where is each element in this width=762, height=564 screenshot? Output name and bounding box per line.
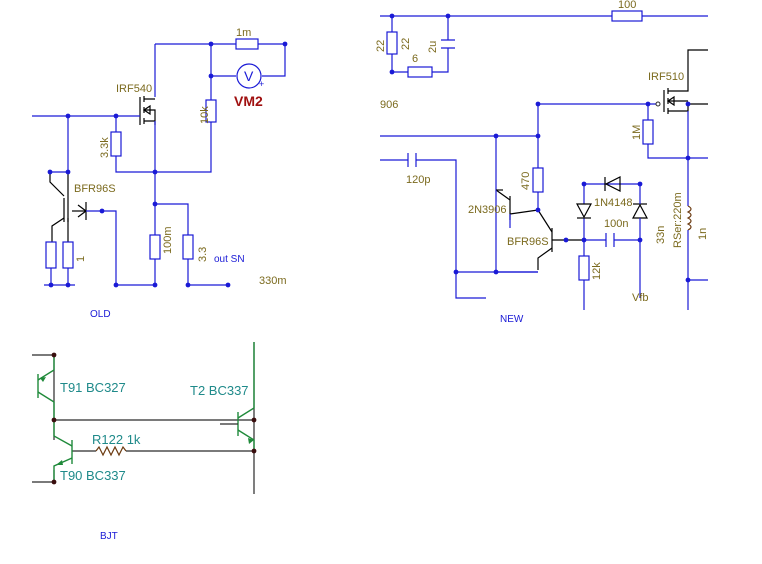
- old-label-330m: 330m: [259, 275, 287, 287]
- new-label-470: 470: [520, 172, 532, 190]
- new-label-1n: 1n: [697, 228, 709, 240]
- new-resistor-100: [611, 10, 643, 22]
- new-label-100: 100: [618, 0, 636, 11]
- new-resistor-6: [407, 66, 433, 78]
- old-label-1m: 1m: [236, 27, 251, 39]
- voltmeter-plus: +: [259, 79, 264, 89]
- new-label-2u: 2u: [427, 41, 439, 53]
- old-resistor-1m: [235, 38, 259, 50]
- old-label-3k3: 3.3k: [99, 137, 111, 158]
- bjt-t90: [53, 420, 73, 482]
- old-label-3r3: 3.3: [197, 247, 209, 262]
- new-label-120p: 120p: [406, 174, 430, 186]
- new-resistor-470: [532, 167, 544, 193]
- new-label-906: 906: [380, 99, 398, 111]
- new-label-bfr96s: BFR96S: [507, 236, 549, 248]
- new-label-vfb: Vfb: [632, 292, 649, 304]
- new-mosfet-irf510: [655, 49, 708, 114]
- new-label-1M: 1M: [631, 125, 643, 140]
- old-resistor-3k3: [110, 131, 122, 157]
- new-label-irf510: IRF510: [648, 71, 684, 83]
- new-diode-top: [604, 176, 621, 192]
- old-resistor-left: [45, 241, 57, 269]
- new-label-r22: 22: [400, 38, 412, 50]
- new-resistor-22: [386, 31, 398, 55]
- old-resistor-1: [62, 241, 74, 269]
- bjt-section-title: BJT: [100, 531, 118, 542]
- old-circuit: [32, 38, 288, 288]
- new-label-c22: 22: [375, 40, 387, 52]
- new-label-2n3906: 2N3906: [468, 204, 507, 216]
- new-label-33n: 33n: [655, 226, 667, 244]
- old-bjt-bfr96s: [49, 172, 87, 242]
- new-label-1n4148: 1N4148: [594, 197, 633, 209]
- bjt-t91: [37, 355, 55, 420]
- old-label-1: 1: [75, 256, 87, 262]
- old-mosfet-irf540: [139, 96, 156, 125]
- bjt-label-t2: T2 BC337: [190, 383, 249, 398]
- old-resistor-3r3: [182, 234, 194, 260]
- voltmeter-vm2: [236, 63, 262, 89]
- new-circuit: [380, 10, 708, 310]
- old-label-bfr96s: BFR96S: [74, 183, 116, 195]
- bjt-label-t91: T91 BC327: [60, 380, 126, 395]
- new-label-6: 6: [412, 53, 418, 65]
- bjt-label-t90: T90 BC337: [60, 468, 126, 483]
- old-label-100m: 100m: [162, 226, 174, 254]
- new-diode-left: [575, 203, 593, 219]
- voltmeter-name: VM2: [234, 93, 263, 109]
- old-resistor-100m: [149, 234, 161, 260]
- old-label-irf540: IRF540: [116, 83, 152, 95]
- new-resistor-12k: [578, 255, 590, 281]
- old-label-10k: 10k: [199, 106, 211, 124]
- new-resistor-1M: [642, 119, 654, 145]
- bjt-label-r122: R122 1k: [92, 432, 141, 447]
- new-section-title: NEW: [500, 314, 524, 325]
- old-label-out: out SN: [214, 254, 245, 265]
- bjt-circuit: [32, 342, 257, 494]
- new-label-rser: RSer:220m: [672, 192, 684, 248]
- new-diode-right: [631, 203, 649, 219]
- old-section-title: OLD: [90, 309, 111, 320]
- new-label-12k: 12k: [591, 262, 603, 280]
- new-label-100n: 100n: [604, 218, 628, 230]
- voltmeter-symbol: V: [244, 68, 254, 84]
